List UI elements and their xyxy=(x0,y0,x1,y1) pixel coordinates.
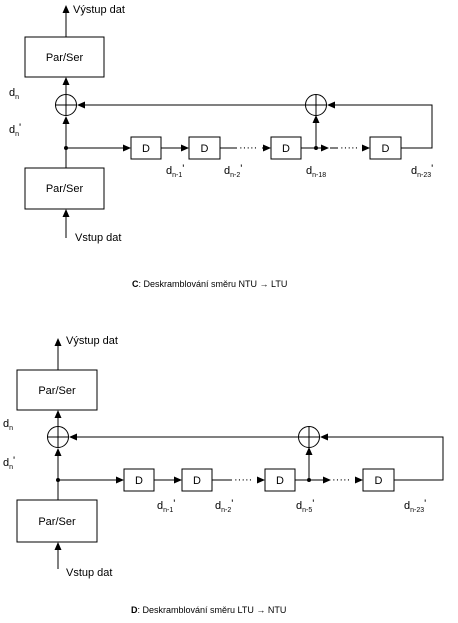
delay-box-1-label: D xyxy=(142,143,150,155)
par-ser-block-top xyxy=(16,369,98,411)
delay-box-4-label: D xyxy=(382,143,390,155)
delay-box-2-label: D xyxy=(201,143,209,155)
xor-right xyxy=(298,426,320,448)
tap-label-3: dn-18 xyxy=(306,165,326,179)
ellipsis-2: ····· xyxy=(340,142,358,154)
caption-c: C: Deskramblování směru NTU → LTU xyxy=(132,279,287,289)
diagram-c: Výstup dat Par/Ser dn dn' Par/Ser Vstup … xyxy=(9,4,433,289)
tap-label-3: dn-5' xyxy=(296,498,314,514)
par-ser-block-top-label: Par/Ser xyxy=(46,52,84,64)
tap-label-1: dn-1' xyxy=(166,163,184,179)
ellipsis-2: ····· xyxy=(332,474,350,486)
caption-d: D: Deskramblování směru LTU → NTU xyxy=(131,605,286,615)
signal-dn: dn xyxy=(3,418,13,432)
delay-box-3-label: D xyxy=(282,143,290,155)
ellipsis-1: ····· xyxy=(234,474,252,486)
par-ser-block-bottom-label: Par/Ser xyxy=(38,516,76,528)
tap-label-2: dn-2' xyxy=(215,498,233,514)
par-ser-block-top-label: Par/Ser xyxy=(38,385,76,397)
delay-box-1-label: D xyxy=(135,475,143,487)
feedback-loop xyxy=(320,433,444,481)
par-ser-block-bottom xyxy=(16,499,98,543)
par-ser-block-bottom xyxy=(24,167,105,210)
tap-label-2: dn-2' xyxy=(224,163,242,179)
input-label: Vstup dat xyxy=(75,232,121,244)
signal-dn-prime: dn' xyxy=(3,455,15,471)
delay-box-2-label: D xyxy=(193,475,201,487)
xor-left xyxy=(47,426,69,448)
tap-label-1: dn-1' xyxy=(157,498,175,514)
xor-left xyxy=(55,94,77,116)
input-label: Vstup dat xyxy=(66,567,112,579)
tap-label-4: dn-23' xyxy=(411,163,433,179)
par-ser-block-bottom-label: Par/Ser xyxy=(46,183,84,195)
output-label: Výstup dat xyxy=(73,4,125,16)
signal-dn-prime: dn' xyxy=(9,122,21,138)
signal-dn: dn xyxy=(9,87,19,101)
ellipsis-1: ····· xyxy=(239,142,257,154)
delay-box-4-label: D xyxy=(375,475,383,487)
diagram-d: Výstup dat Par/Ser dn dn' Par/Ser Vstup … xyxy=(3,335,444,615)
tap-label-4: dn-23' xyxy=(404,498,426,514)
delay-box-3-label: D xyxy=(276,475,284,487)
output-label: Výstup dat xyxy=(66,335,118,347)
feedback-loop xyxy=(327,101,433,149)
xor-right xyxy=(305,94,327,116)
